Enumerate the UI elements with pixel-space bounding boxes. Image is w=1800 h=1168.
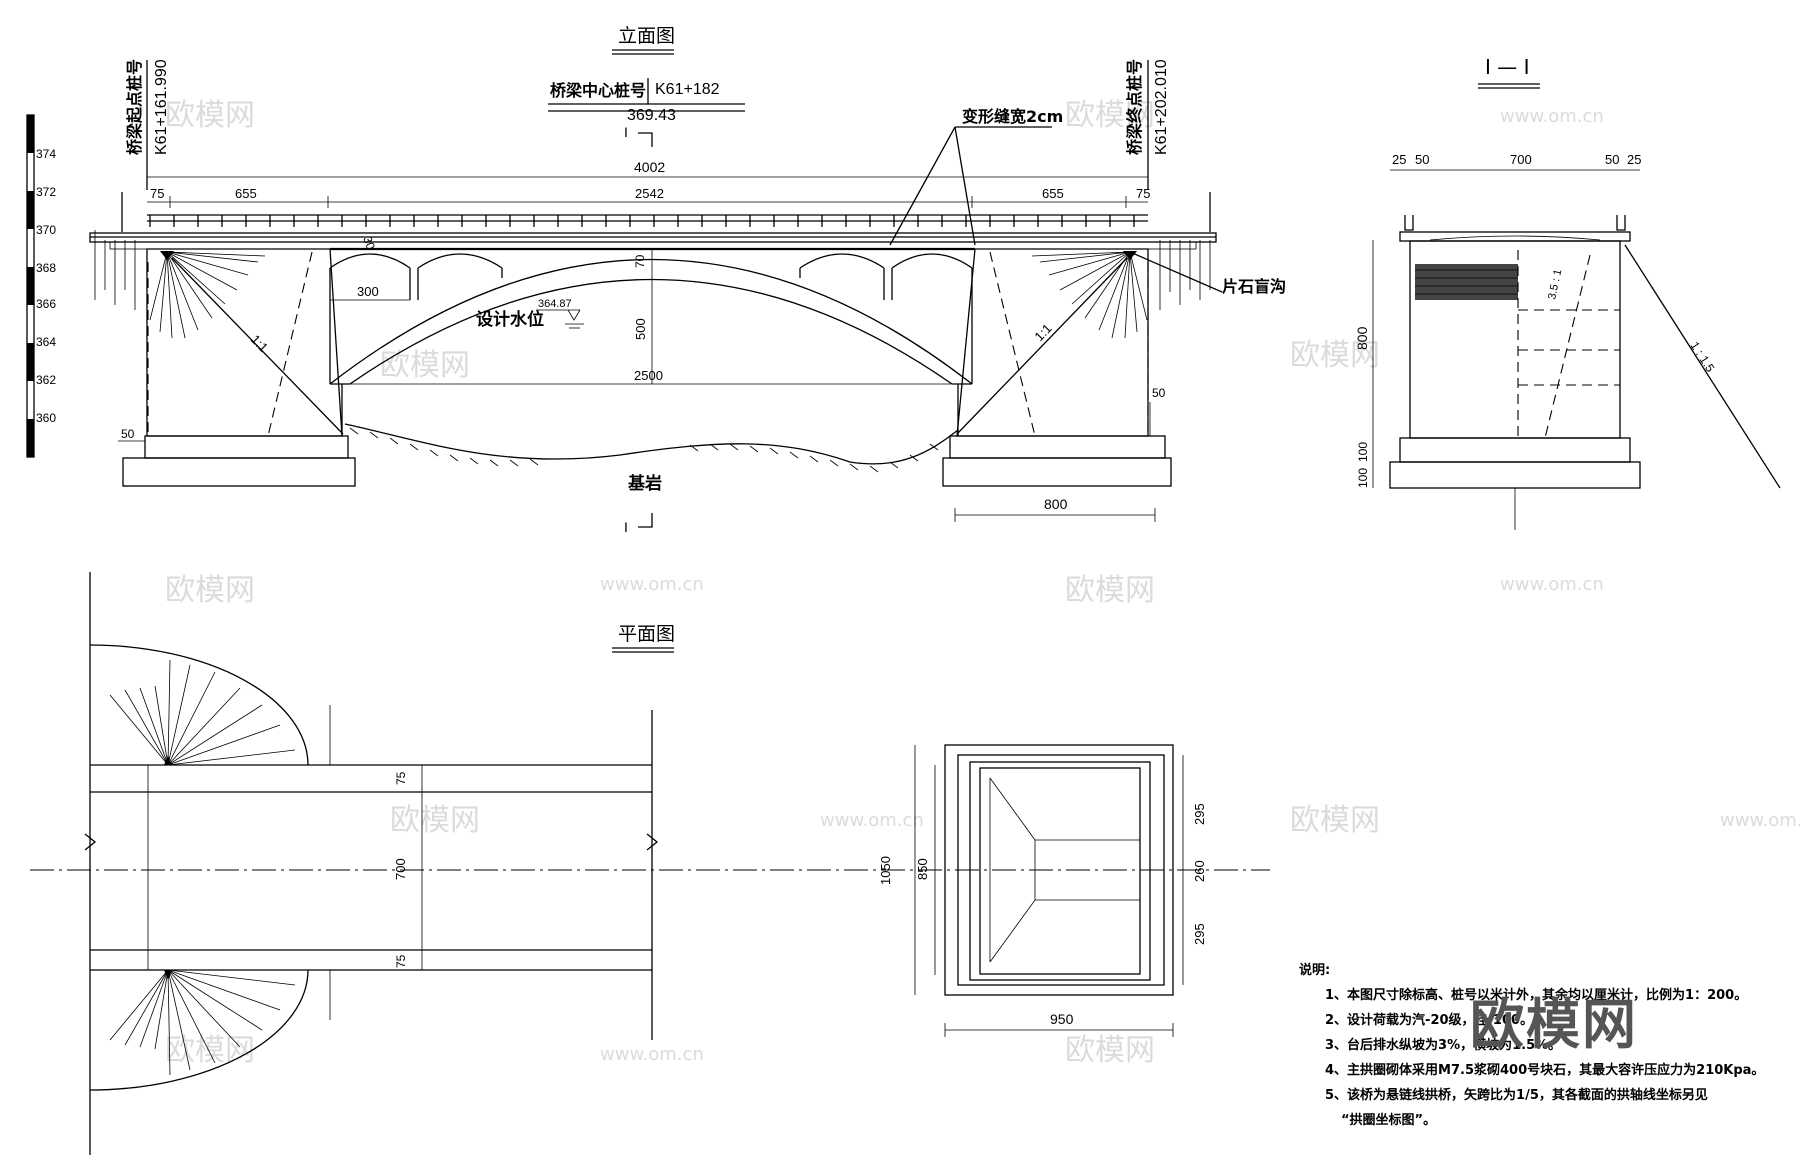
center-elevation: 369.43	[627, 107, 676, 124]
sec-dim-700: 700	[1510, 152, 1532, 167]
dim-655-right: 655	[1042, 186, 1064, 201]
watermark-url: www.om.cn	[1500, 574, 1604, 595]
plan-dim-950: 950	[1050, 1011, 1074, 1027]
sec-slope-2: 1 : 1.5	[1687, 339, 1717, 375]
note-item: 1、本图尺寸除标高、桩号以米计外，其余均以厘米计，比例为1：200。	[1325, 988, 1748, 1003]
railing	[147, 214, 1148, 227]
plan-dim-75-top: 75	[394, 771, 408, 785]
water-level-label: 设计水位	[476, 309, 544, 330]
center-station-label: 桥梁中心桩号	[550, 81, 646, 100]
dim-655-left: 655	[235, 186, 257, 201]
watermark-url: www.om.cn	[1720, 810, 1800, 831]
slope-right: 1:1	[1031, 321, 1054, 344]
dim-800-foundation: 800	[1044, 496, 1068, 512]
center-station-value: K61+182	[655, 81, 720, 98]
section-title: I — I	[1485, 55, 1530, 79]
scale-tick: 366	[36, 297, 56, 311]
sec-dim-100-a: 100	[1356, 442, 1370, 462]
start-station-label: 桥梁起点桩号	[125, 59, 144, 155]
watermark-cn: 欧模网	[1065, 98, 1155, 133]
main-arch	[329, 253, 973, 436]
sec-dim-25-right: 25	[1627, 152, 1641, 167]
watermark-layer: 欧模网 欧模网 欧模网 欧模网 欧模网 欧模网 欧模网 欧模网 欧模网 欧模网 …	[165, 98, 1800, 1068]
dim-2542: 2542	[635, 186, 664, 201]
dim-50-left: 50	[121, 427, 135, 441]
scale-tick: 368	[36, 261, 56, 275]
dim-50-right: 50	[1152, 386, 1166, 400]
dim-30: 30	[360, 234, 378, 252]
note-item: “拱圈坐标图”。	[1341, 1113, 1437, 1128]
sec-dim-50-left: 50	[1415, 152, 1429, 167]
scale-tick: 364	[36, 335, 56, 349]
elevation-scale-bar: 374 372 370 368 366 364 362 360	[26, 114, 56, 458]
drain-label: 片石盲沟	[1222, 277, 1286, 296]
note-item: 5、该桥为悬链线拱桥，矢跨比为1/5，其各截面的拱轴线坐标另见	[1325, 1088, 1708, 1103]
slope-fan-left	[149, 251, 266, 339]
scale-tick: 360	[36, 411, 56, 425]
bedrock-label: 基岩	[627, 473, 662, 494]
dim-total: 4002	[634, 159, 665, 175]
sec-dim-800: 800	[1354, 326, 1370, 350]
water-level-elevation: 364.87	[538, 298, 572, 310]
sec-slope-1: 3.5 : 1	[1546, 268, 1564, 300]
watermark-cn: 欧模网	[165, 98, 255, 133]
watermark-logo: 欧模网	[1470, 993, 1638, 1056]
sec-dim-100-b: 100	[1356, 468, 1370, 488]
watermark-cn: 欧模网	[165, 1033, 255, 1068]
watermark-cn: 欧模网	[1065, 1033, 1155, 1068]
plan-dim-700: 700	[393, 858, 408, 880]
dim-300: 300	[357, 284, 379, 299]
dim-2500: 2500	[634, 368, 663, 383]
watermark-cn: 欧模网	[1065, 573, 1155, 608]
plan-dim-850: 850	[915, 858, 930, 880]
joint-label: 变形缝宽2cm	[962, 107, 1063, 126]
plan-dim-75-bottom: 75	[394, 954, 408, 968]
dim-500: 500	[633, 318, 648, 340]
plan-title: 平面图	[618, 623, 675, 645]
dim-75-left: 75	[150, 186, 164, 201]
section-mark-top: I	[624, 124, 628, 140]
dim-75-right: 75	[1136, 186, 1150, 201]
watermark-cn: 欧模网	[380, 348, 470, 383]
watermark-url: www.om.cn	[820, 810, 924, 831]
sec-dim-25-left: 25	[1392, 152, 1406, 167]
end-station-label: 桥梁终点桩号	[1125, 59, 1144, 155]
slope-fan-right	[1031, 251, 1148, 339]
notes-heading: 说明:	[1299, 963, 1331, 978]
note-item: 4、主拱圈砌体采用M7.5浆砌400号块石，其最大容许压应力为210Kpa。	[1325, 1063, 1765, 1078]
watermark-cn: 欧模网	[165, 573, 255, 608]
scale-tick: 362	[36, 373, 56, 387]
note-item: 2、设计荷载为汽-20级，挂-100。	[1325, 1013, 1534, 1028]
plan-view: 平面图 75 700 75	[30, 572, 1270, 1155]
notes-block: 说明: 1、本图尺寸除标高、桩号以米计外，其余均以厘米计，比例为1：200。 2…	[1299, 958, 1765, 1133]
plan-dim-260: 260	[1192, 860, 1207, 882]
section-view: I — I 25 50 700 50 25 3.5 : 1 1 : 1.5 80…	[1354, 55, 1781, 530]
plan-fan-top	[109, 659, 296, 766]
sec-dim-50-right: 50	[1605, 152, 1619, 167]
elevation-title: 立面图	[618, 25, 675, 47]
end-station-value: K61+202.010	[1153, 59, 1170, 155]
watermark-cn: 欧模网	[1290, 338, 1380, 373]
watermark-url: www.om.cn	[600, 1044, 704, 1065]
plan-dim-1050: 1050	[878, 856, 893, 885]
watermark-url: www.om.cn	[600, 574, 704, 595]
slope-left: 1:1	[248, 332, 271, 355]
scale-tick: 370	[36, 223, 56, 237]
section-mark-bottom: I	[624, 519, 628, 535]
watermark-cn: 欧模网	[1290, 803, 1380, 838]
plan-dim-295-top: 295	[1192, 803, 1207, 825]
watermark-cn: 欧模网	[390, 803, 480, 838]
scale-tick: 374	[36, 147, 56, 161]
dim-70: 70	[633, 254, 647, 268]
plan-fan-bottom	[109, 969, 296, 1076]
plan-dim-295-bottom: 295	[1192, 923, 1207, 945]
start-station-value: K61+161.990	[153, 59, 170, 155]
watermark-url: www.om.cn	[1500, 106, 1604, 127]
scale-tick: 372	[36, 185, 56, 199]
note-item: 3、台后排水纵坡为3%，横坡为1.5%。	[1325, 1038, 1562, 1053]
